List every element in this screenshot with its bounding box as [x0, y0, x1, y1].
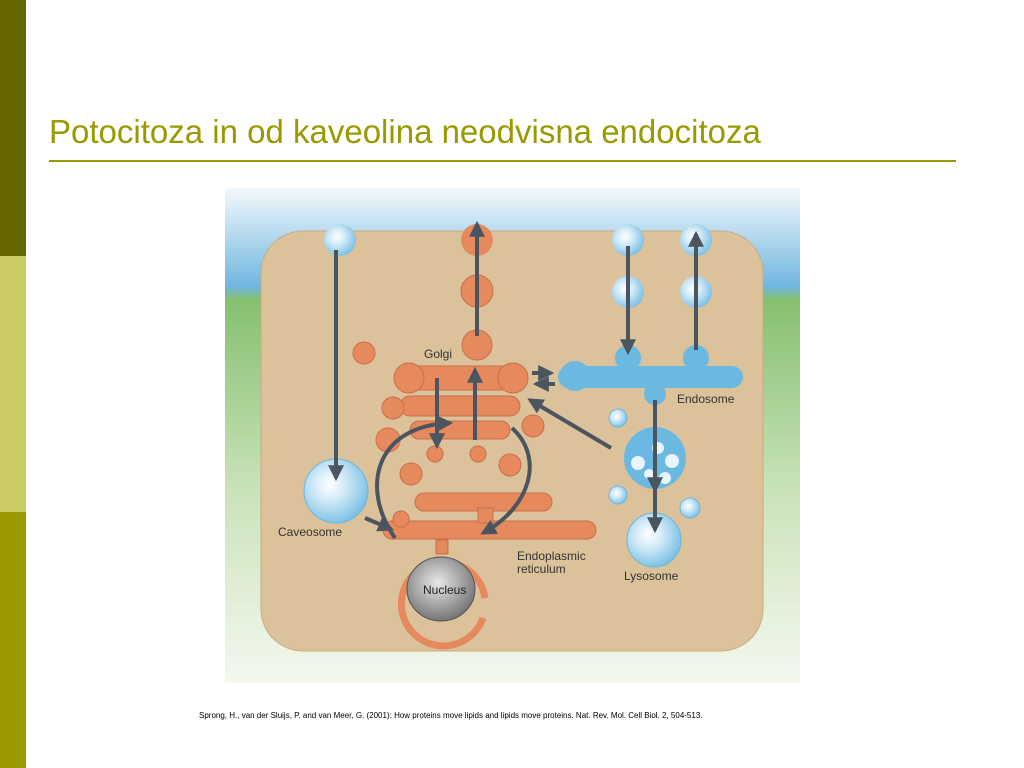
- label-nucleus: Nucleus: [423, 583, 466, 597]
- label-er-line1: Endoplasmic: [517, 549, 586, 563]
- label-endosome: Endosome: [677, 392, 735, 406]
- sidebar-light-block: [0, 256, 26, 512]
- membrane-pit-3: [612, 224, 644, 256]
- golgi-vesicles: [352, 274, 545, 486]
- golgi-apparatus: [393, 362, 553, 512]
- sidebar-dark-block: [0, 0, 26, 256]
- citation: Sprong, H., van der Sluijs, P. and van M…: [199, 711, 703, 720]
- membrane-pit-1: [324, 224, 356, 256]
- cell-diagram: Golgi Endosome Caveosome Endoplasmic ret…: [225, 188, 800, 683]
- label-er-line2: reticulum: [517, 562, 566, 576]
- transport-arrows: [328, 220, 704, 540]
- nucleus: [406, 556, 476, 622]
- small-vesicle-3: [679, 497, 701, 519]
- slide-title: Potocitoza in od kaveolina neodvisna end…: [49, 113, 761, 150]
- label-golgi: Golgi: [424, 347, 452, 361]
- label-lysosome: Lysosome: [624, 569, 679, 583]
- label-caveosome: Caveosome: [278, 525, 342, 539]
- small-vesicle-2: [608, 485, 628, 505]
- sidebar-olive-block: [0, 512, 26, 768]
- small-vesicle-1: [608, 408, 628, 428]
- title-underline: [49, 160, 956, 162]
